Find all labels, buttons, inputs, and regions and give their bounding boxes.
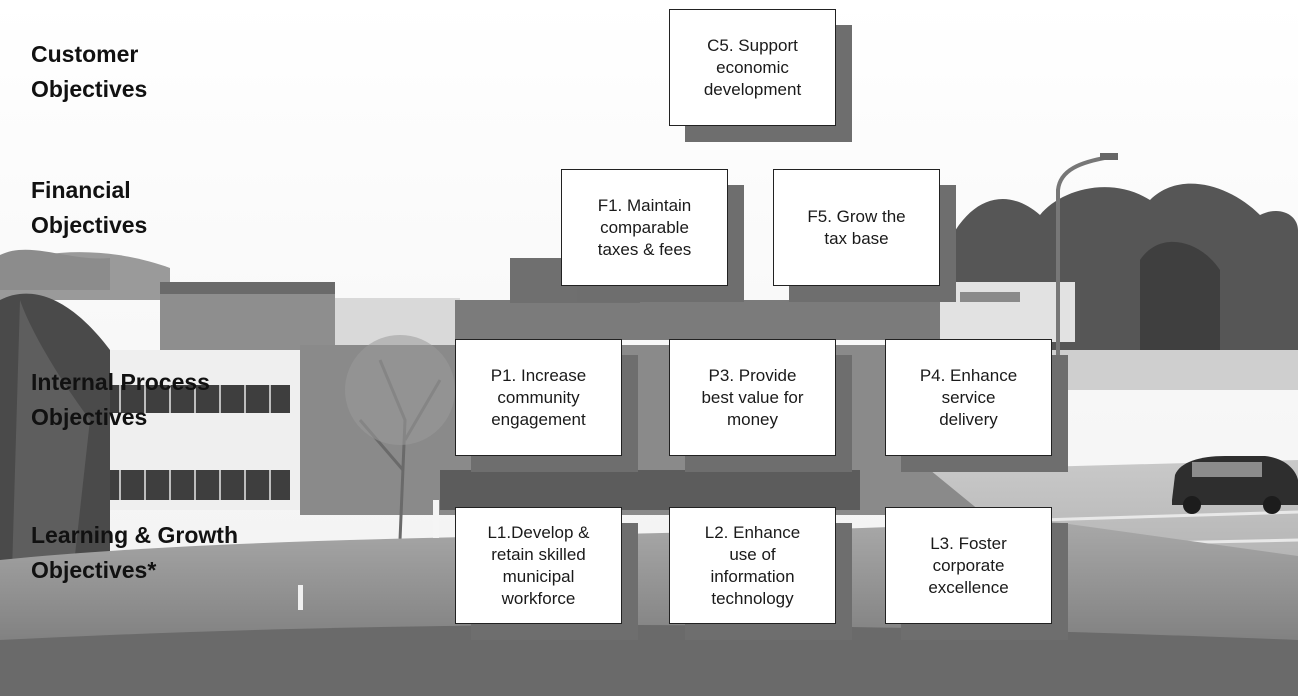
box-face: P4. Enhance service delivery [885,339,1052,456]
row-label-learning-growth: Learning & Growth Objectives* [31,518,238,588]
objective-text-f1: F1. Maintain comparable taxes & fees [597,195,692,259]
objective-text-l3: L3. Foster corporate excellence [928,533,1009,597]
row-label-learning-line1: Learning & Growth [31,522,238,548]
objective-box-l1: L1.Develop & retain skilled municipal wo… [455,507,638,640]
row-label-financial-line1: Financial [31,177,131,203]
objective-text-c5: C5. Support economic development [703,35,802,99]
objective-box-f5: F5. Grow the tax base [773,169,956,302]
objective-box-f1: F1. Maintain comparable taxes & fees [561,169,744,302]
row-label-internal-line1: Internal Process [31,369,210,395]
box-face: P3. Provide best value for money [669,339,836,456]
row-label-learning-line2: Objectives* [31,557,157,583]
objective-box-p4: P4. Enhance service delivery [885,339,1068,472]
row-label-customer: Customer Objectives [31,37,147,107]
objective-text-l2: L2. Enhance use of information technolog… [704,522,801,608]
row-label-financial-line2: Objectives [31,212,148,238]
box-face: L1.Develop & retain skilled municipal wo… [455,507,622,624]
row-label-customer-line1: Customer [31,41,139,67]
box-face: L3. Foster corporate excellence [885,507,1052,624]
objective-box-l2: L2. Enhance use of information technolog… [669,507,852,640]
objective-box-p1: P1. Increase community engagement [455,339,638,472]
objective-text-p3: P3. Provide best value for money [701,365,804,429]
objective-text-p1: P1. Increase community engagement [490,365,587,429]
objective-box-c5: C5. Support economic development [669,9,852,142]
box-face: C5. Support economic development [669,9,836,126]
objective-text-l1: L1.Develop & retain skilled municipal wo… [487,522,590,608]
objective-text-p4: P4. Enhance service delivery [919,365,1018,429]
row-label-internal-process: Internal Process Objectives [31,365,210,435]
objective-box-l3: L3. Foster corporate excellence [885,507,1068,640]
box-face: P1. Increase community engagement [455,339,622,456]
box-face: L2. Enhance use of information technolog… [669,507,836,624]
objective-box-p3: P3. Provide best value for money [669,339,852,472]
box-face: F1. Maintain comparable taxes & fees [561,169,728,286]
row-label-customer-line2: Objectives [31,76,148,102]
row-label-financial: Financial Objectives [31,173,147,243]
box-face: F5. Grow the tax base [773,169,940,286]
objective-text-f5: F5. Grow the tax base [807,206,906,248]
row-label-internal-line2: Objectives [31,404,148,430]
